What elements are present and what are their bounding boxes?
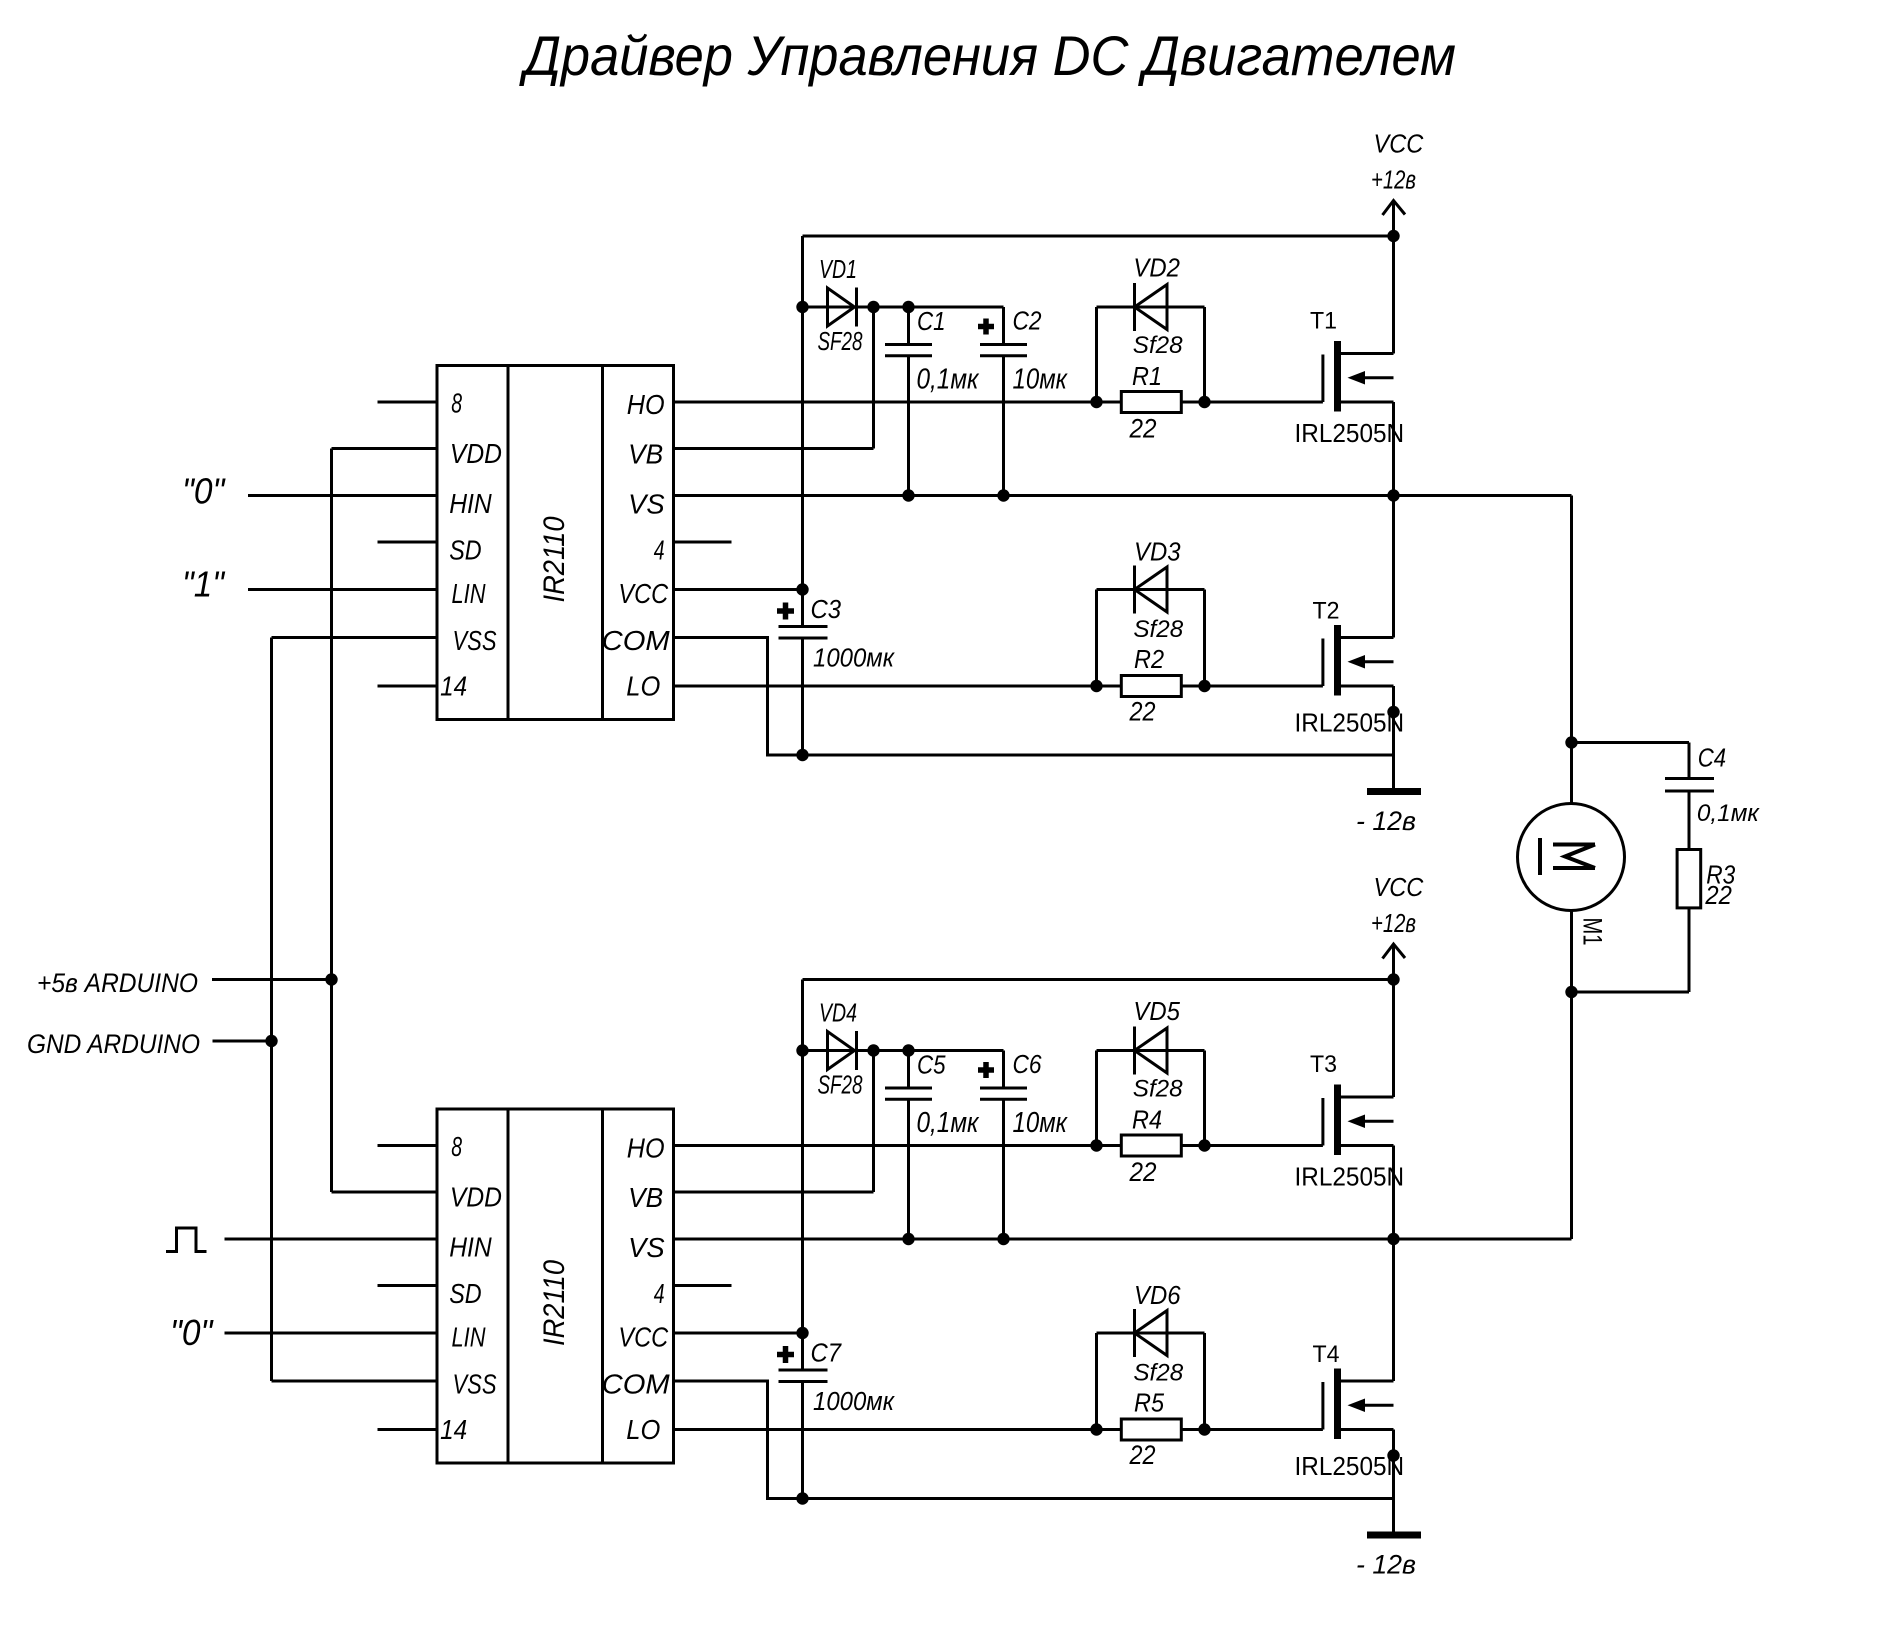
svg-text:LIN: LIN [452, 1322, 487, 1353]
svg-text:VCC: VCC [618, 1322, 668, 1353]
svg-text:SD: SD [449, 1278, 481, 1309]
svg-text:"0": "0" [182, 471, 226, 512]
svg-text:VDD: VDD [450, 1181, 502, 1212]
svg-text:COM: COM [602, 625, 671, 656]
svg-text:M1: M1 [1577, 918, 1607, 946]
svg-text:LO: LO [626, 1414, 660, 1445]
svg-text:VDD: VDD [450, 438, 502, 469]
svg-text:HO: HO [627, 1133, 665, 1164]
svg-text:8: 8 [451, 1131, 462, 1162]
svg-text:IRL2505N: IRL2505N [1295, 1453, 1405, 1481]
svg-text:1000мк: 1000мк [813, 645, 895, 673]
svg-text:VCC: VCC [1374, 129, 1424, 159]
svg-text:4: 4 [654, 1278, 665, 1309]
svg-text:C4: C4 [1698, 745, 1726, 773]
svg-text:22: 22 [1129, 1157, 1157, 1187]
svg-text:0,1мк: 0,1мк [1697, 800, 1760, 827]
svg-text:VD1: VD1 [819, 256, 857, 284]
svg-text:10мк: 10мк [1013, 364, 1069, 396]
svg-text:VCC: VCC [618, 578, 668, 609]
svg-text:0,1мк: 0,1мк [917, 364, 980, 396]
svg-text:IRL2505N: IRL2505N [1295, 420, 1405, 448]
svg-text:Драйвер Управления DC Двигател: Драйвер Управления DC Двигателем [518, 24, 1456, 87]
svg-text:14: 14 [440, 1414, 467, 1445]
svg-text:HIN: HIN [449, 1232, 492, 1263]
svg-text:VB: VB [628, 438, 663, 469]
svg-text:IRL2505N: IRL2505N [1295, 710, 1405, 738]
svg-text:T2: T2 [1313, 598, 1340, 625]
svg-text:22: 22 [1129, 414, 1157, 444]
svg-text:R2: R2 [1134, 646, 1164, 674]
svg-text:0,1мк: 0,1мк [917, 1107, 980, 1139]
svg-text:T1: T1 [1310, 308, 1337, 335]
svg-text:22: 22 [1704, 882, 1731, 910]
svg-text:Sf28: Sf28 [1133, 332, 1183, 359]
svg-text:VD3: VD3 [1134, 539, 1181, 567]
svg-text:Sf28: Sf28 [1133, 1360, 1183, 1387]
svg-text:"0": "0" [170, 1312, 214, 1353]
svg-text:LIN: LIN [452, 578, 487, 609]
svg-text:+12в: +12в [1371, 167, 1416, 195]
svg-text:SF28: SF28 [818, 1071, 864, 1099]
svg-text:- 12в: - 12в [1356, 1550, 1416, 1580]
svg-text:C6: C6 [1013, 1051, 1043, 1079]
svg-text:"1": "1" [182, 564, 226, 605]
svg-text:R3: R3 [1706, 862, 1735, 890]
svg-text:Sf28: Sf28 [1133, 616, 1183, 643]
svg-text:SD: SD [449, 534, 481, 565]
svg-text:- 12в: - 12в [1356, 806, 1416, 836]
svg-text:VSS: VSS [453, 1369, 497, 1400]
svg-text:VD6: VD6 [1134, 1282, 1181, 1310]
svg-text:R4: R4 [1132, 1107, 1162, 1135]
svg-text:IR2110: IR2110 [538, 516, 571, 603]
svg-text:T3: T3 [1310, 1051, 1337, 1078]
svg-text:VCC: VCC [1374, 872, 1424, 902]
svg-text:COM: COM [602, 1369, 671, 1400]
svg-text:HIN: HIN [449, 488, 492, 519]
svg-text:T4: T4 [1313, 1341, 1340, 1368]
svg-text:C1: C1 [917, 308, 946, 336]
svg-text:Sf28: Sf28 [1133, 1076, 1183, 1103]
svg-text:VD4: VD4 [819, 1000, 857, 1028]
svg-text:22: 22 [1129, 697, 1156, 727]
svg-text:SF28: SF28 [818, 328, 864, 356]
svg-text:+12в: +12в [1371, 910, 1416, 938]
svg-text:8: 8 [451, 388, 462, 419]
svg-text:IRL2505N: IRL2505N [1295, 1163, 1405, 1191]
svg-text:IR2110: IR2110 [538, 1259, 571, 1346]
svg-text:C7: C7 [811, 1340, 842, 1368]
svg-text:14: 14 [440, 671, 467, 702]
svg-text:1000мк: 1000мк [813, 1388, 895, 1416]
svg-text:VS: VS [628, 1232, 665, 1263]
svg-text:VD5: VD5 [1133, 998, 1180, 1026]
svg-text:HO: HO [627, 389, 665, 420]
svg-text:VSS: VSS [453, 625, 497, 656]
svg-text:C5: C5 [917, 1052, 946, 1080]
svg-text:VB: VB [628, 1182, 663, 1213]
svg-text:VD2: VD2 [1133, 255, 1180, 283]
svg-text:C3: C3 [811, 596, 842, 624]
svg-text:4: 4 [654, 534, 665, 565]
svg-text:+5в ARDUINO: +5в ARDUINO [37, 968, 198, 998]
svg-text:22: 22 [1129, 1440, 1156, 1470]
svg-text:GND ARDUINO: GND ARDUINO [27, 1029, 200, 1059]
svg-text:R5: R5 [1134, 1390, 1165, 1418]
svg-text:LO: LO [626, 671, 660, 702]
svg-text:VS: VS [628, 488, 665, 519]
svg-text:C2: C2 [1013, 308, 1042, 336]
svg-text:R1: R1 [1132, 363, 1162, 391]
svg-text:10мк: 10мк [1013, 1107, 1069, 1139]
